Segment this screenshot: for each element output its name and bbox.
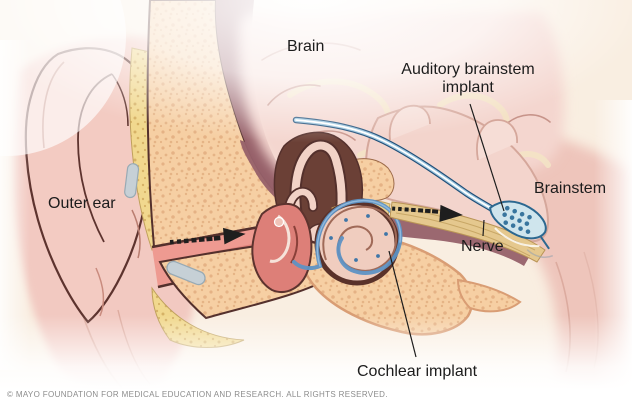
cochlea <box>292 198 403 286</box>
middle-ear <box>251 203 313 293</box>
sound-direction-arrow-nerve <box>392 204 463 222</box>
sound-direction-arrow-canal <box>169 227 246 245</box>
leader-auditory-brainstem-implant <box>469 103 505 212</box>
leader-cochlear-implant <box>388 250 417 358</box>
cochlear-implant-electrode <box>292 198 403 275</box>
label-outer-ear: Outer ear <box>48 195 116 212</box>
leader-nerve <box>482 219 485 237</box>
label-brainstem: Brainstem <box>534 180 607 197</box>
copyright-credit: © MAYO FOUNDATION FOR MEDICAL EDUCATION … <box>7 390 388 399</box>
leader-lines <box>388 103 505 358</box>
label-cochlear-implant: Cochlear implant <box>357 363 478 380</box>
label-brain: Brain <box>287 38 325 55</box>
label-auditory-brainstem-implant: Auditory brainstem implant <box>401 61 535 97</box>
label-nerve: Nerve <box>461 238 504 255</box>
